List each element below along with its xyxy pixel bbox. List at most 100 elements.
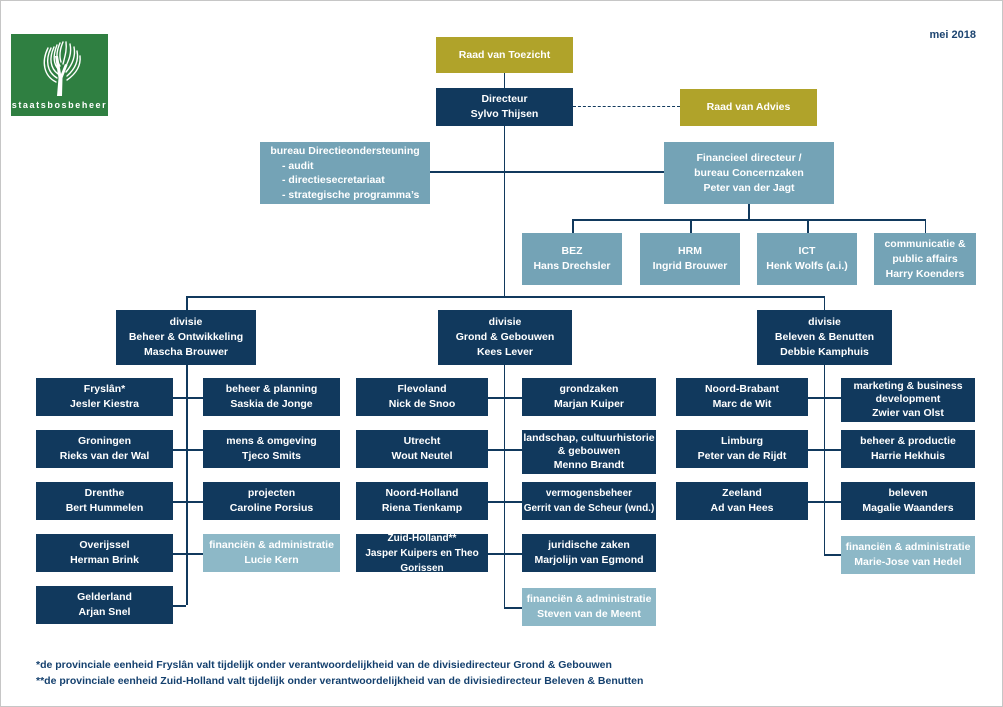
node-title: financiën & administratie xyxy=(845,541,971,553)
node-grondzaken: grondzaken Marjan Kuiper xyxy=(522,378,656,416)
connector xyxy=(504,397,522,399)
node-juridische-zaken: juridische zaken Marjolijn van Egmond xyxy=(522,534,656,572)
staatsbosbeheer-logo: staatsbosbeheer xyxy=(11,34,108,116)
connector xyxy=(808,397,824,399)
node-title: Raad van Toezicht xyxy=(458,48,551,61)
node-fa-beheer-ontwikkeling: financiën & administratie Lucie Kern xyxy=(203,534,340,572)
node-financieel-directeur: Financieel directeur / bureau Concernzak… xyxy=(664,142,834,204)
node-name: Steven van de Meent xyxy=(537,608,641,620)
connector xyxy=(503,365,505,607)
connector xyxy=(924,219,926,233)
node-name: Marjolijn van Egmond xyxy=(534,554,644,566)
connector xyxy=(488,501,504,503)
node-title: Fryslân* xyxy=(83,383,126,395)
node-landschap-cultuurhistorie: landschap, cultuurhistorie & gebouwen Me… xyxy=(522,430,656,474)
node-title: communicatie & public affairs xyxy=(884,237,966,265)
node-title: Beheer & Ontwikkeling xyxy=(128,331,244,343)
node-divisie-grond-gebouwen: divisie Grond & Gebouwen Kees Lever xyxy=(438,310,572,365)
connector xyxy=(572,219,926,221)
node-title: Zuid-Holland** xyxy=(387,532,457,544)
node-communicatie: communicatie & public affairs Harry Koen… xyxy=(874,233,976,285)
node-title: financiën & administratie xyxy=(209,539,334,551)
node-name: Peter van de Rijdt xyxy=(697,450,787,462)
node-divisie-beleven-benutten: divisie Beleven & Benutten Debbie Kamphu… xyxy=(757,310,892,365)
connector xyxy=(186,501,203,503)
connector xyxy=(823,296,825,310)
connector xyxy=(186,397,203,399)
node-title: financiën & administratie xyxy=(526,593,652,605)
footnote-fryslan: *de provinciale eenheid Fryslân valt tij… xyxy=(36,659,612,671)
node-title: beheer & planning xyxy=(225,383,318,395)
bureau-items: - audit - directiesecretariaat - strateg… xyxy=(260,159,430,203)
node-ict: ICT Henk Wolfs (a.i.) xyxy=(757,233,857,285)
node-name: Gerrit van de Scheur (wnd.) xyxy=(523,503,655,514)
node-utrecht: Utrecht Wout Neutel xyxy=(356,430,488,468)
connector xyxy=(488,397,504,399)
node-label: divisie xyxy=(169,316,203,328)
node-title: marketing & business development xyxy=(853,379,963,406)
node-name: Jesler Kiestra xyxy=(70,398,139,410)
connector xyxy=(807,219,809,233)
node-title: Financieel directeur / xyxy=(696,151,802,164)
bureau-item: - directiesecretariaat xyxy=(282,174,385,187)
node-name: Marc de Wit xyxy=(712,398,772,410)
node-title: grondzaken xyxy=(559,383,619,395)
node-groningen: Groningen Rieks van der Wal xyxy=(36,430,173,468)
node-beleven: beleven Magalie Waanders xyxy=(841,482,975,520)
node-title: bureau Concernzaken xyxy=(694,166,804,179)
connector xyxy=(824,501,841,503)
connector xyxy=(173,553,186,555)
node-title: Directeur xyxy=(481,93,528,105)
connector xyxy=(503,126,505,296)
node-name: Saskia de Jonge xyxy=(230,398,313,410)
node-name: Hans Drechsler xyxy=(533,260,611,272)
bureau-item: - strategische programma’s xyxy=(282,188,420,201)
node-title: mens & omgeving xyxy=(226,435,317,447)
node-name: Mascha Brouwer xyxy=(143,346,229,358)
node-bureau-directieondersteuning: bureau Directieondersteuning - audit - d… xyxy=(260,142,430,204)
connector xyxy=(488,449,504,451)
node-name: Ad van Hees xyxy=(710,502,774,514)
node-fa-grond-gebouwen: financiën & administratie Steven van de … xyxy=(522,588,656,626)
connector xyxy=(808,449,824,451)
node-drenthe: Drenthe Bert Hummelen xyxy=(36,482,173,520)
node-noord-holland: Noord-Holland Riena Tienkamp xyxy=(356,482,488,520)
node-name: Sylvo Thijsen xyxy=(470,108,539,120)
node-title: juridische zaken xyxy=(548,539,630,551)
node-title: Noord-Holland xyxy=(385,487,459,499)
bureau-item: - audit xyxy=(282,159,314,172)
node-name: Marie-Jose van Hedel xyxy=(854,556,962,568)
node-title: BEZ xyxy=(561,245,583,257)
node-beheer-planning: beheer & planning Saskia de Jonge xyxy=(203,378,340,416)
connector xyxy=(173,397,186,399)
connector xyxy=(186,449,203,451)
node-title: Flevoland xyxy=(397,383,447,395)
node-bez: BEZ Hans Drechsler xyxy=(522,233,622,285)
node-label: divisie xyxy=(808,316,841,328)
node-title: Limburg xyxy=(721,435,763,447)
node-name: Nick de Snoo xyxy=(388,398,456,410)
node-name: Bert Hummelen xyxy=(65,502,144,514)
node-hrm: HRM Ingrid Brouwer xyxy=(640,233,740,285)
connector xyxy=(504,449,522,451)
node-title: Zeeland xyxy=(722,487,762,499)
node-zuid-holland: Zuid-Holland** Jasper Kuipers en Theo Go… xyxy=(356,532,488,574)
node-name: Harrie Hekhuis xyxy=(870,450,946,462)
connector xyxy=(824,397,841,399)
node-vermogensbeheer: vermogensbeheer Gerrit van de Scheur (wn… xyxy=(522,482,656,520)
node-raad-van-toezicht: Raad van Toezicht xyxy=(436,37,573,73)
node-name: Magalie Waanders xyxy=(862,502,954,514)
connector xyxy=(503,73,505,88)
node-name: Marjan Kuiper xyxy=(553,398,624,410)
connector xyxy=(572,219,574,233)
node-name: Wout Neutel xyxy=(391,450,453,462)
node-name: Rieks van der Wal xyxy=(59,450,150,462)
connector xyxy=(186,296,188,310)
node-title: vermogensbeheer xyxy=(545,488,633,499)
node-title: Noord-Brabant xyxy=(704,383,780,395)
node-name: Harry Koenders xyxy=(885,267,965,280)
node-title: Drenthe xyxy=(84,487,125,499)
node-name: Jasper Kuipers en Theo Gorissen xyxy=(365,547,479,574)
node-beheer-productie: beheer & productie Harrie Hekhuis xyxy=(841,430,975,468)
node-title: projecten xyxy=(247,487,296,499)
